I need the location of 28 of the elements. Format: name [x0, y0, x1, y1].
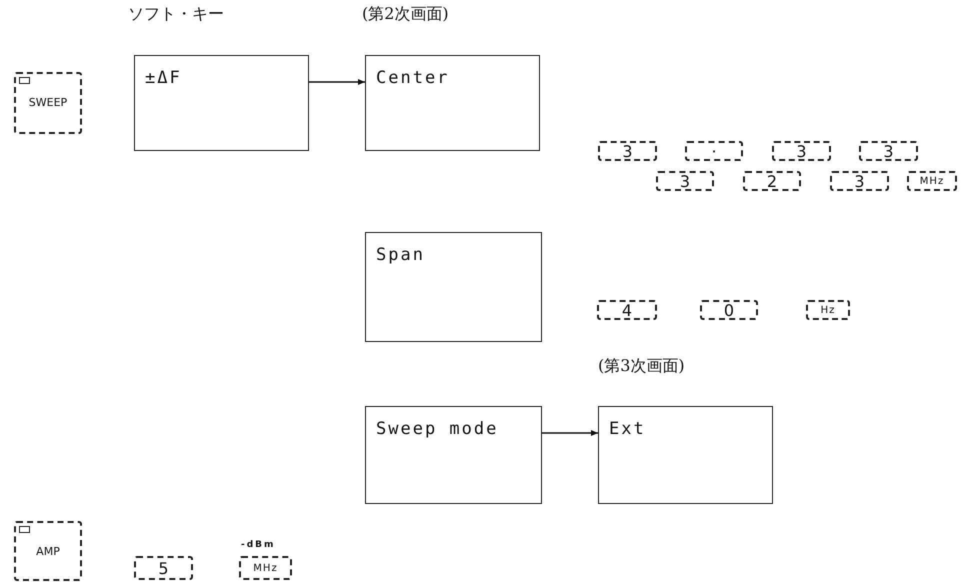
- screen-level-label: (第3次画面): [598, 356, 685, 377]
- screen-level-label: (第2次画面): [362, 4, 449, 25]
- key-cap: 3: [830, 171, 889, 191]
- key-cap: 3: [656, 171, 714, 191]
- key-cap: Hz: [806, 300, 850, 320]
- softkey-display-box: Span: [365, 232, 542, 342]
- key-cap: 3: [772, 141, 831, 161]
- key-cap: MHz: [239, 556, 292, 580]
- softkey-display-box: ±ΔF: [134, 55, 309, 151]
- key-cap: ·: [685, 141, 743, 161]
- key-cap: 2: [743, 171, 801, 191]
- softkey-display-box: Sweep mode: [365, 406, 542, 504]
- hard-key: [14, 72, 82, 134]
- arrow: [309, 79, 365, 85]
- softkey-display-box: Center: [365, 55, 540, 151]
- softkey-display-box: Ext: [598, 406, 773, 504]
- arrow: [542, 430, 598, 436]
- softkey-heading: ソフト・キー: [128, 4, 224, 25]
- key-cap: 5: [134, 556, 193, 580]
- key-label: AMP: [35, 545, 61, 558]
- key-label: SWEEP: [28, 96, 68, 109]
- unit-label: -dBm: [241, 540, 276, 550]
- key-cap: MHz: [907, 171, 957, 191]
- key-cap: 3: [859, 141, 918, 161]
- hard-key: [14, 521, 82, 581]
- key-cap: 4: [597, 300, 657, 320]
- key-cap: 3: [598, 141, 657, 161]
- key-cap: 0: [700, 300, 758, 320]
